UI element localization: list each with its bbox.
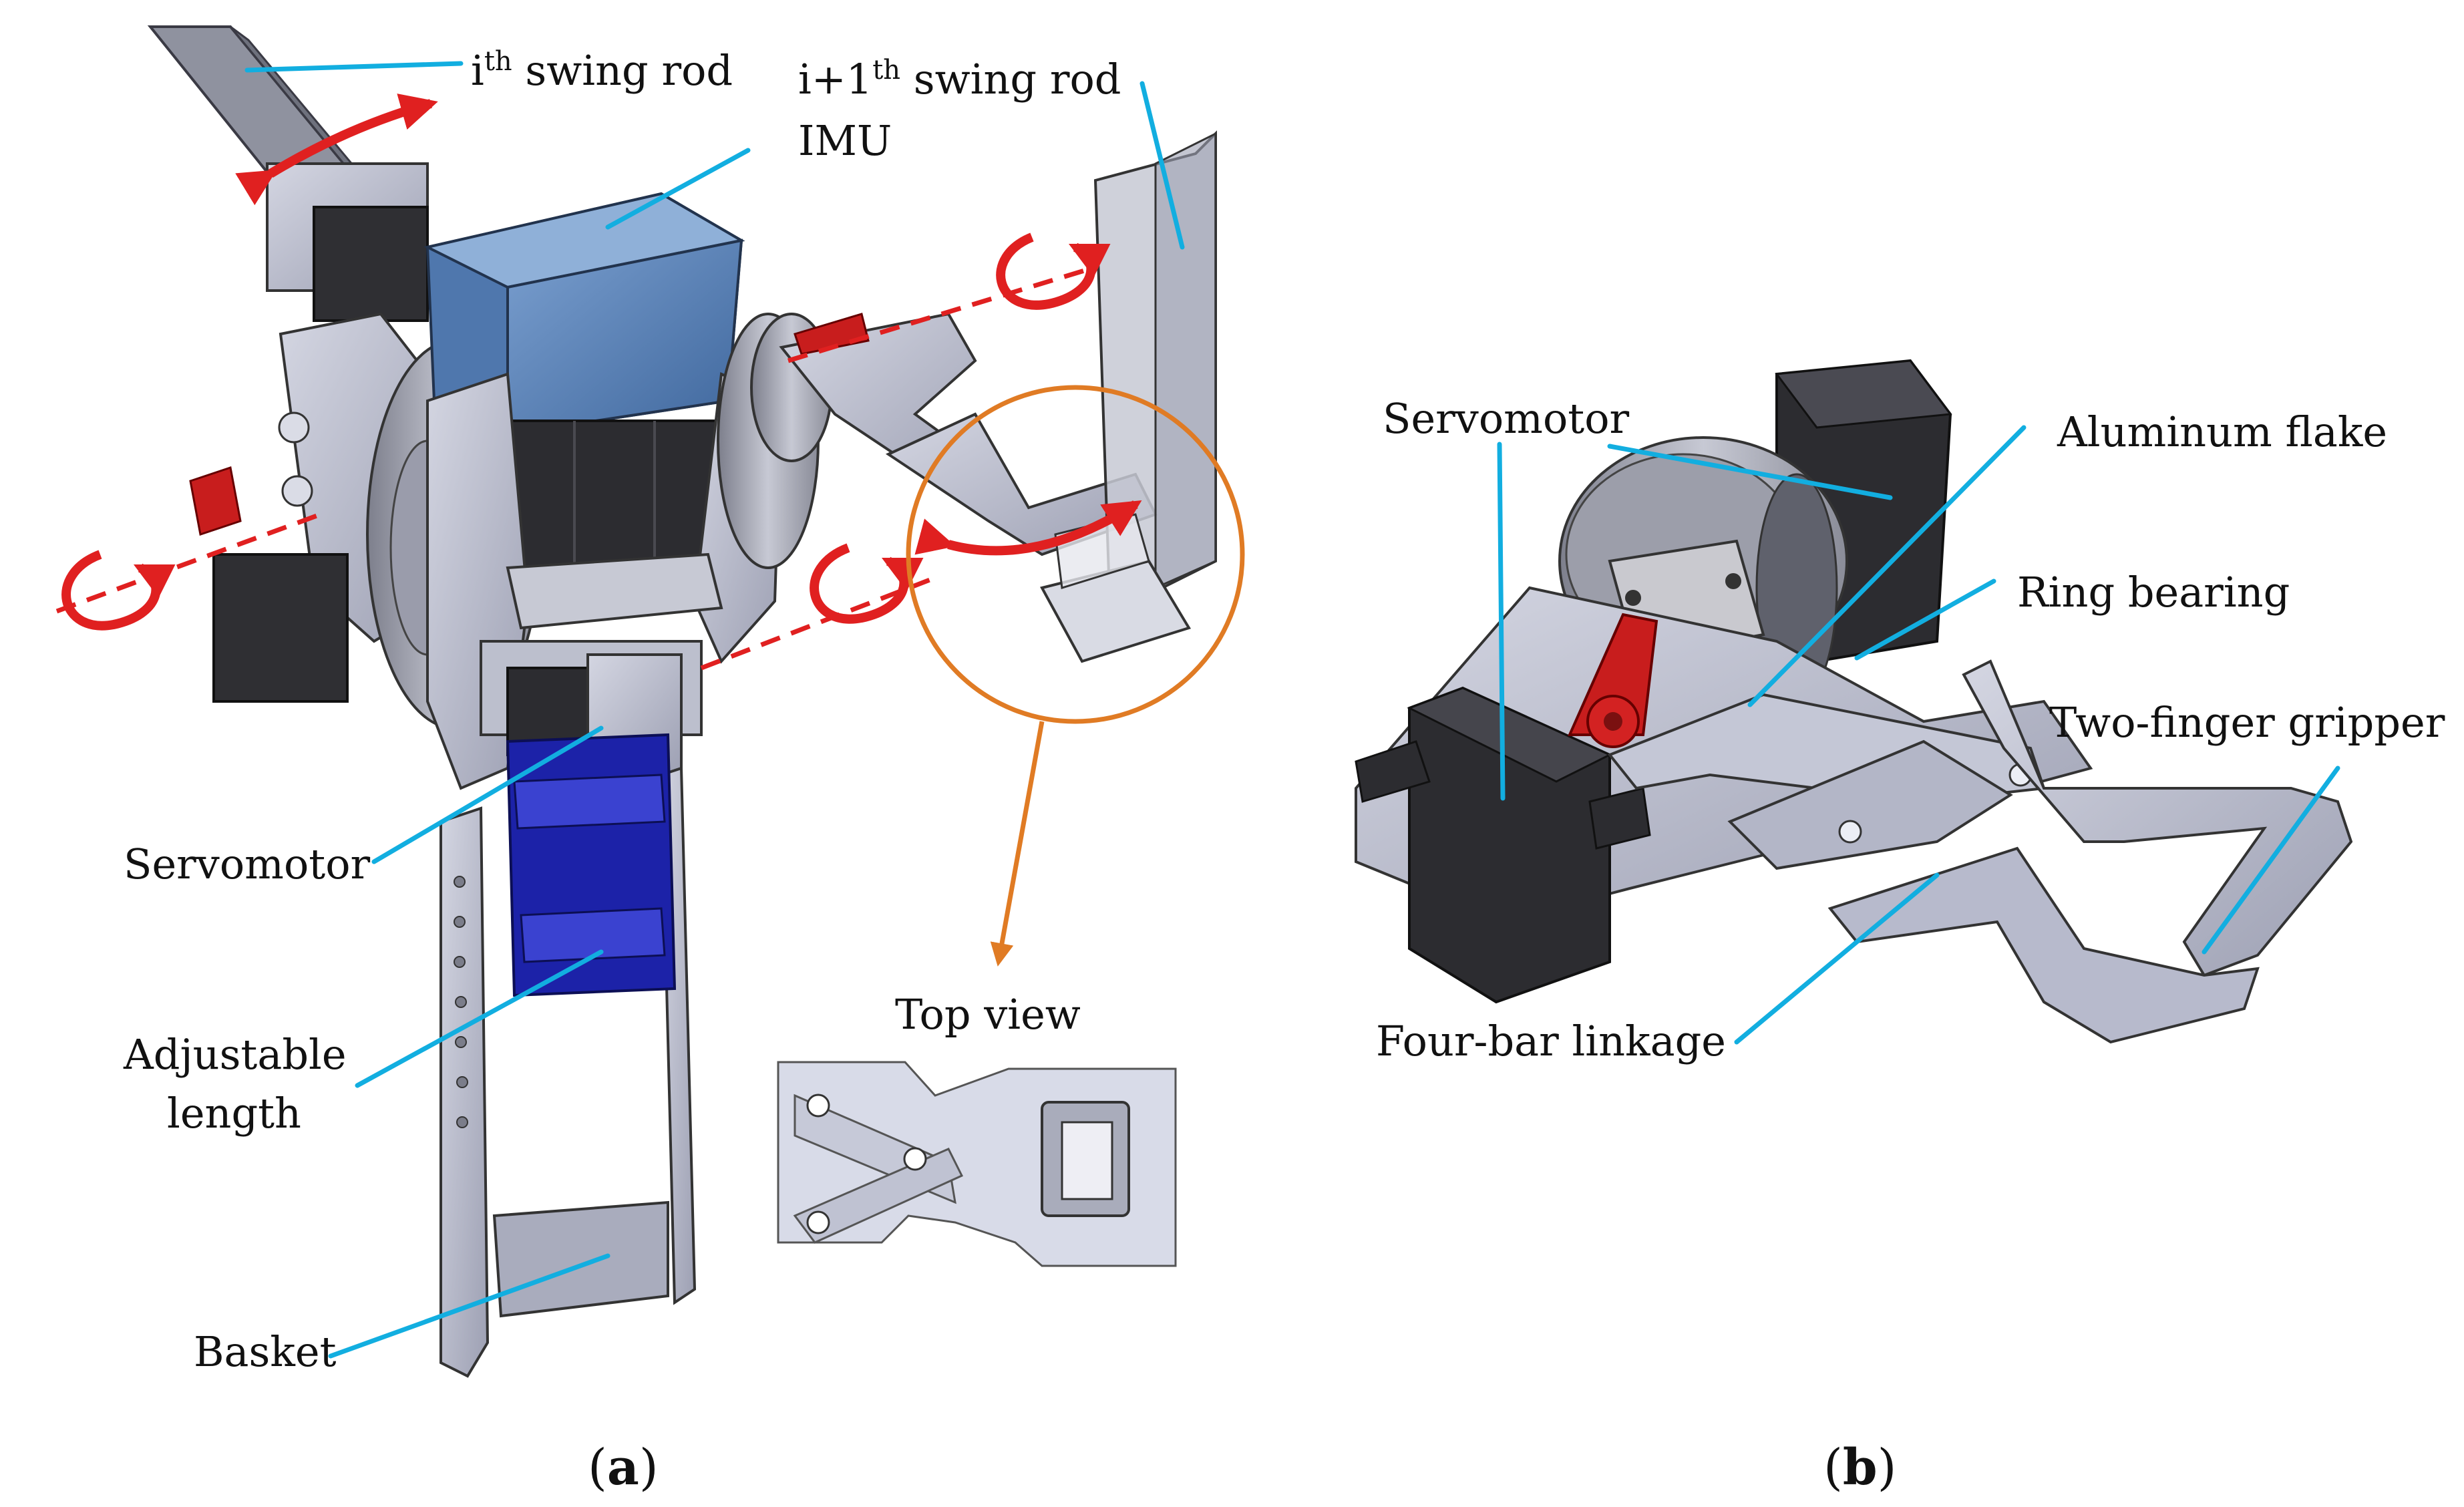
caption-a: (a) [588, 1439, 659, 1496]
label-adjustable-length-line1: Adjustable [123, 1030, 347, 1079]
label-ith-swing-rod: ith swing rod [471, 46, 733, 95]
label-next-swing-rod: i+1th swing rod [798, 55, 1121, 104]
central-servo [493, 420, 736, 576]
label-adjustable-length-line2: length [167, 1089, 301, 1138]
leader-lines-b [1497, 425, 2340, 1045]
left-lower-servo [189, 466, 349, 703]
label-ring-bearing: Ring bearing [2017, 568, 2290, 617]
label-four-bar-linkage: Four-bar linkage [1376, 1017, 1726, 1065]
label-top-view: Top view [895, 990, 1081, 1039]
leader-lines-a [244, 61, 1185, 1359]
top-view-callout [906, 385, 1245, 967]
label-imu: IMU [798, 116, 892, 165]
adjustable-arm [439, 733, 697, 1378]
servo-horn [1567, 613, 1658, 748]
rotation-arrow-left [61, 550, 176, 631]
top-view-inset [777, 1055, 1179, 1269]
rotation-arrow-middle [810, 543, 924, 624]
rotation-axes [55, 265, 1097, 671]
front-servo [1355, 686, 1651, 1004]
label-two-finger-gripper: Two-finger gripper [2049, 698, 2445, 747]
upper-left-bracket [266, 162, 429, 322]
rotation-arrow-upper-right [996, 232, 1111, 310]
panel-a: ith swing rod i+1th swing rod IMU Servom… [55, 25, 1245, 1496]
rotation-arrows [61, 94, 1142, 631]
label-servomotor-b: Servomotor [1383, 394, 1630, 443]
four-bar-linkage [1607, 669, 2046, 870]
label-basket: Basket [194, 1327, 337, 1376]
two-finger-gripper [1827, 659, 2353, 1044]
rotation-arrow-gripper [914, 500, 1142, 556]
right-gripper-arm [750, 130, 1217, 663]
label-servomotor-a: Servomotor [124, 840, 371, 888]
label-aluminum-flake: Aluminum flake [2057, 407, 2387, 456]
rotation-arrow-ith-rod [235, 94, 438, 206]
panel-b: Servomotor Aluminum flake Ring bearing T… [1355, 359, 2445, 1496]
caption-b: (b) [1823, 1439, 1897, 1496]
